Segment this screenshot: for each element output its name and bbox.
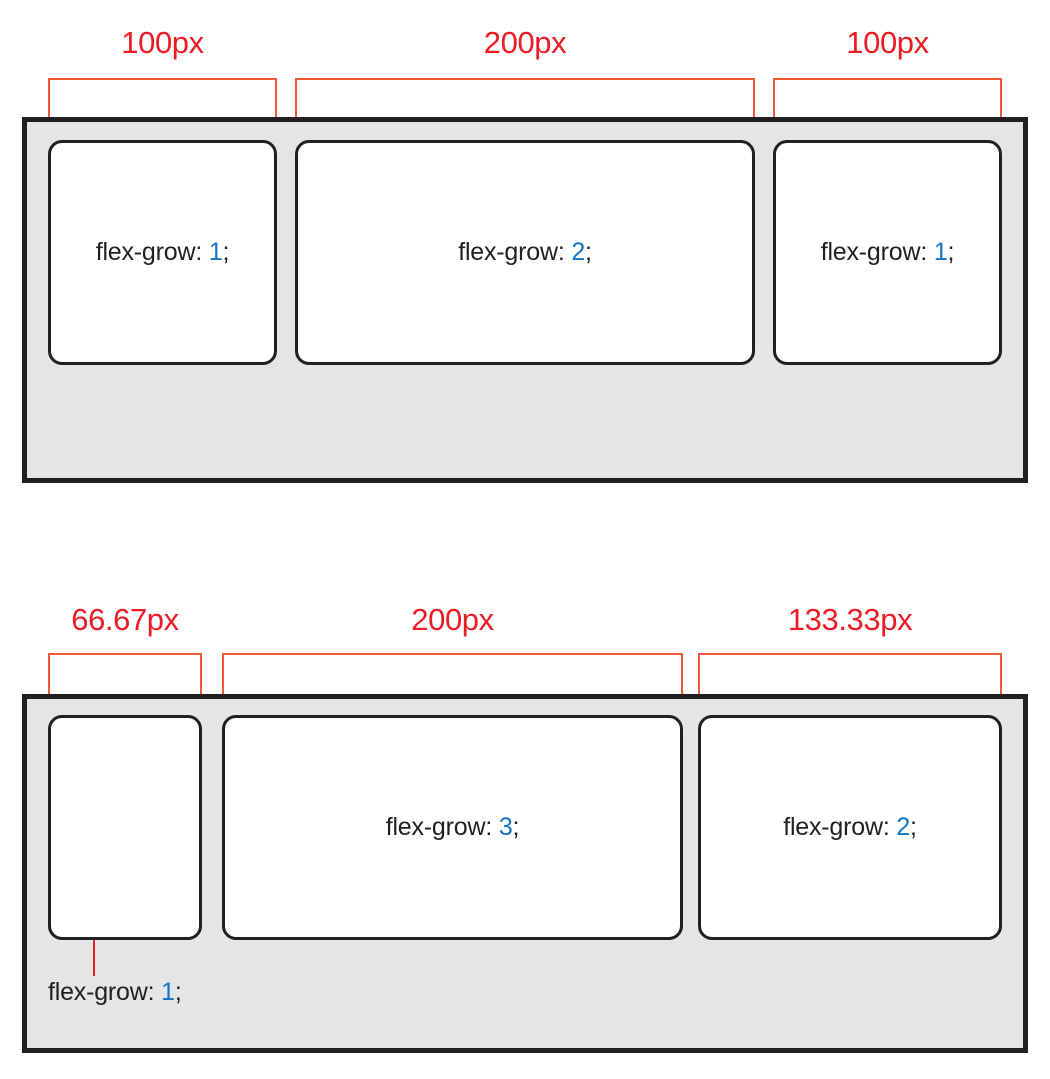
flex-grow-value: 1 [208, 238, 223, 266]
flex-item-2-2-code: flex-grow: 3; [386, 813, 520, 842]
flex-item-1-3-code: flex-grow: 1; [821, 238, 955, 267]
flex-grow-property-label: flex-grow: [820, 238, 934, 266]
flex-grow-terminator: ; [585, 238, 592, 266]
measure-label-1-2: 200px [483, 25, 567, 60]
flex-item-2-3-code: flex-grow: 2; [783, 813, 917, 842]
flex-item-2-1 [48, 715, 202, 940]
measure-label-2-1: 66.67px [71, 602, 179, 637]
flex-item-2-2: flex-grow: 3; [222, 715, 683, 940]
flex-item-2-1-callout: flex-grow: 1; [48, 978, 182, 1007]
measure-bracket-1-1 [48, 78, 277, 142]
flex-item-2-3: flex-grow: 2; [698, 715, 1002, 940]
flex-grow-property-label: flex-grow: [95, 238, 209, 266]
flex-grow-value: 1 [933, 238, 948, 266]
measure-bracket-2-3 [698, 653, 1002, 717]
measure-label-1-3: 100px [846, 25, 929, 60]
flex-grow-value: 1 [161, 978, 175, 1006]
flex-grow-value: 2 [896, 813, 911, 841]
flex-grow-property-label: flex-grow: [783, 813, 897, 841]
callout-leader-line [93, 940, 95, 976]
measure-bracket-2-2 [222, 653, 683, 717]
flex-grow-terminator: ; [512, 813, 520, 841]
measure-bracket-1-3 [773, 78, 1002, 142]
measure-bracket-1-2 [295, 78, 755, 142]
flex-grow-terminator: ; [910, 813, 917, 841]
flex-item-1-1-code: flex-grow: 1; [96, 238, 230, 267]
flex-grow-property-label: flex-grow: [458, 238, 572, 266]
flex-grow-value: 2 [571, 238, 586, 266]
flex-item-1-1: flex-grow: 1; [48, 140, 277, 365]
flex-grow-terminator: ; [947, 238, 955, 266]
flex-grow-terminator: ; [222, 238, 230, 266]
measure-bracket-2-1 [48, 653, 202, 717]
flex-grow-property-label: flex-grow: [385, 813, 499, 841]
flex-grow-value: 3 [498, 813, 513, 841]
flex-grow-terminator: ; [174, 978, 182, 1006]
measure-label-2-2: 200px [411, 602, 494, 637]
measure-label-2-3: 133.33px [787, 602, 913, 637]
flex-item-1-2-code: flex-grow: 2; [458, 238, 592, 267]
flex-item-1-2: flex-grow: 2; [295, 140, 755, 365]
measure-label-1-1: 100px [121, 25, 204, 60]
flex-grow-property-label: flex-grow: [48, 978, 162, 1006]
flex-item-1-3: flex-grow: 1; [773, 140, 1002, 365]
